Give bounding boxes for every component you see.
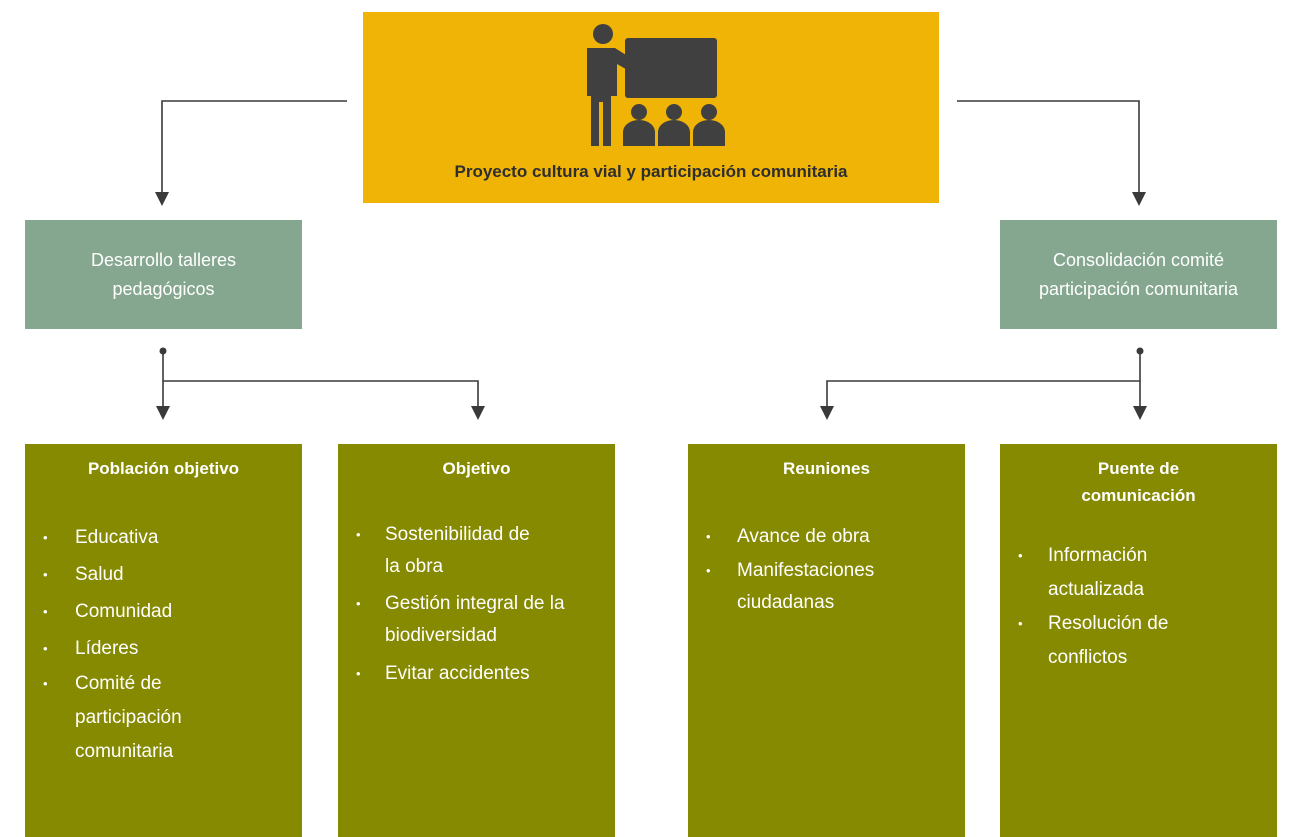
list-item: Manifestaciones ciudadanas <box>688 555 965 619</box>
teacher-presentation-icon <box>587 24 725 146</box>
card-reuniones: Reuniones Avance de obra Manifestaciones… <box>688 444 965 837</box>
card-list: Sostenibilidad de la obra Gestión integr… <box>338 519 615 692</box>
list-item: Resolución de conflictos <box>1000 607 1277 675</box>
list-item: Salud <box>25 556 302 593</box>
arrowhead <box>820 406 834 420</box>
list-item: Gestión integral de la biodiversidad <box>338 588 615 652</box>
arrowhead <box>1133 406 1147 420</box>
list-item: Educativa <box>25 519 302 556</box>
card-title: Puente de comunicación <box>1081 459 1196 505</box>
connector-right-cards <box>826 351 1141 414</box>
list-item: Líderes <box>25 630 302 667</box>
card-list: Información actualizada Resolución de co… <box>1000 539 1277 675</box>
arrowhead <box>471 406 485 420</box>
list-item: Evitar accidentes <box>338 656 615 692</box>
list-item: Comunidad <box>25 593 302 630</box>
card-puente-comunicacion: Puente de comunicación Información actua… <box>1000 444 1277 837</box>
arrowhead <box>155 192 169 206</box>
list-item: Información actualizada <box>1000 539 1277 607</box>
card-objetivo: Objetivo Sostenibilidad de la obra Gesti… <box>338 444 615 837</box>
card-title: Objetivo <box>442 459 511 478</box>
card-title: Población objetivo <box>87 459 240 478</box>
branch-desarrollo-talleres: Desarrollo talleres pedagógicos <box>25 220 302 329</box>
connector-root-right <box>957 100 1140 200</box>
branch-label: Desarrollo talleres pedagógicos <box>90 249 237 299</box>
branch-consolidacion-comite: Consolidación comité participación comun… <box>1000 220 1277 329</box>
root-title: Proyecto cultura vial y participación co… <box>454 162 848 181</box>
connector-left-cards <box>162 351 479 414</box>
card-poblacion-objetivo: Población objetivo Educativa Salud Comun… <box>25 444 302 837</box>
root-node: Proyecto cultura vial y participación co… <box>363 12 939 203</box>
arrowhead <box>156 406 170 420</box>
connector-root-left <box>161 100 347 200</box>
branch-label: Consolidación comité participación comun… <box>1038 249 1239 299</box>
card-list: Educativa Salud Comunidad Líderes Comité… <box>25 519 302 769</box>
card-list: Avance de obra Manifestaciones ciudadana… <box>688 519 965 619</box>
list-item: Comité de participación comunitaria <box>25 667 302 769</box>
list-item: Sostenibilidad de la obra <box>338 519 615 583</box>
arrowhead <box>1132 192 1146 206</box>
list-item: Avance de obra <box>688 519 965 555</box>
card-title: Reuniones <box>783 459 870 478</box>
